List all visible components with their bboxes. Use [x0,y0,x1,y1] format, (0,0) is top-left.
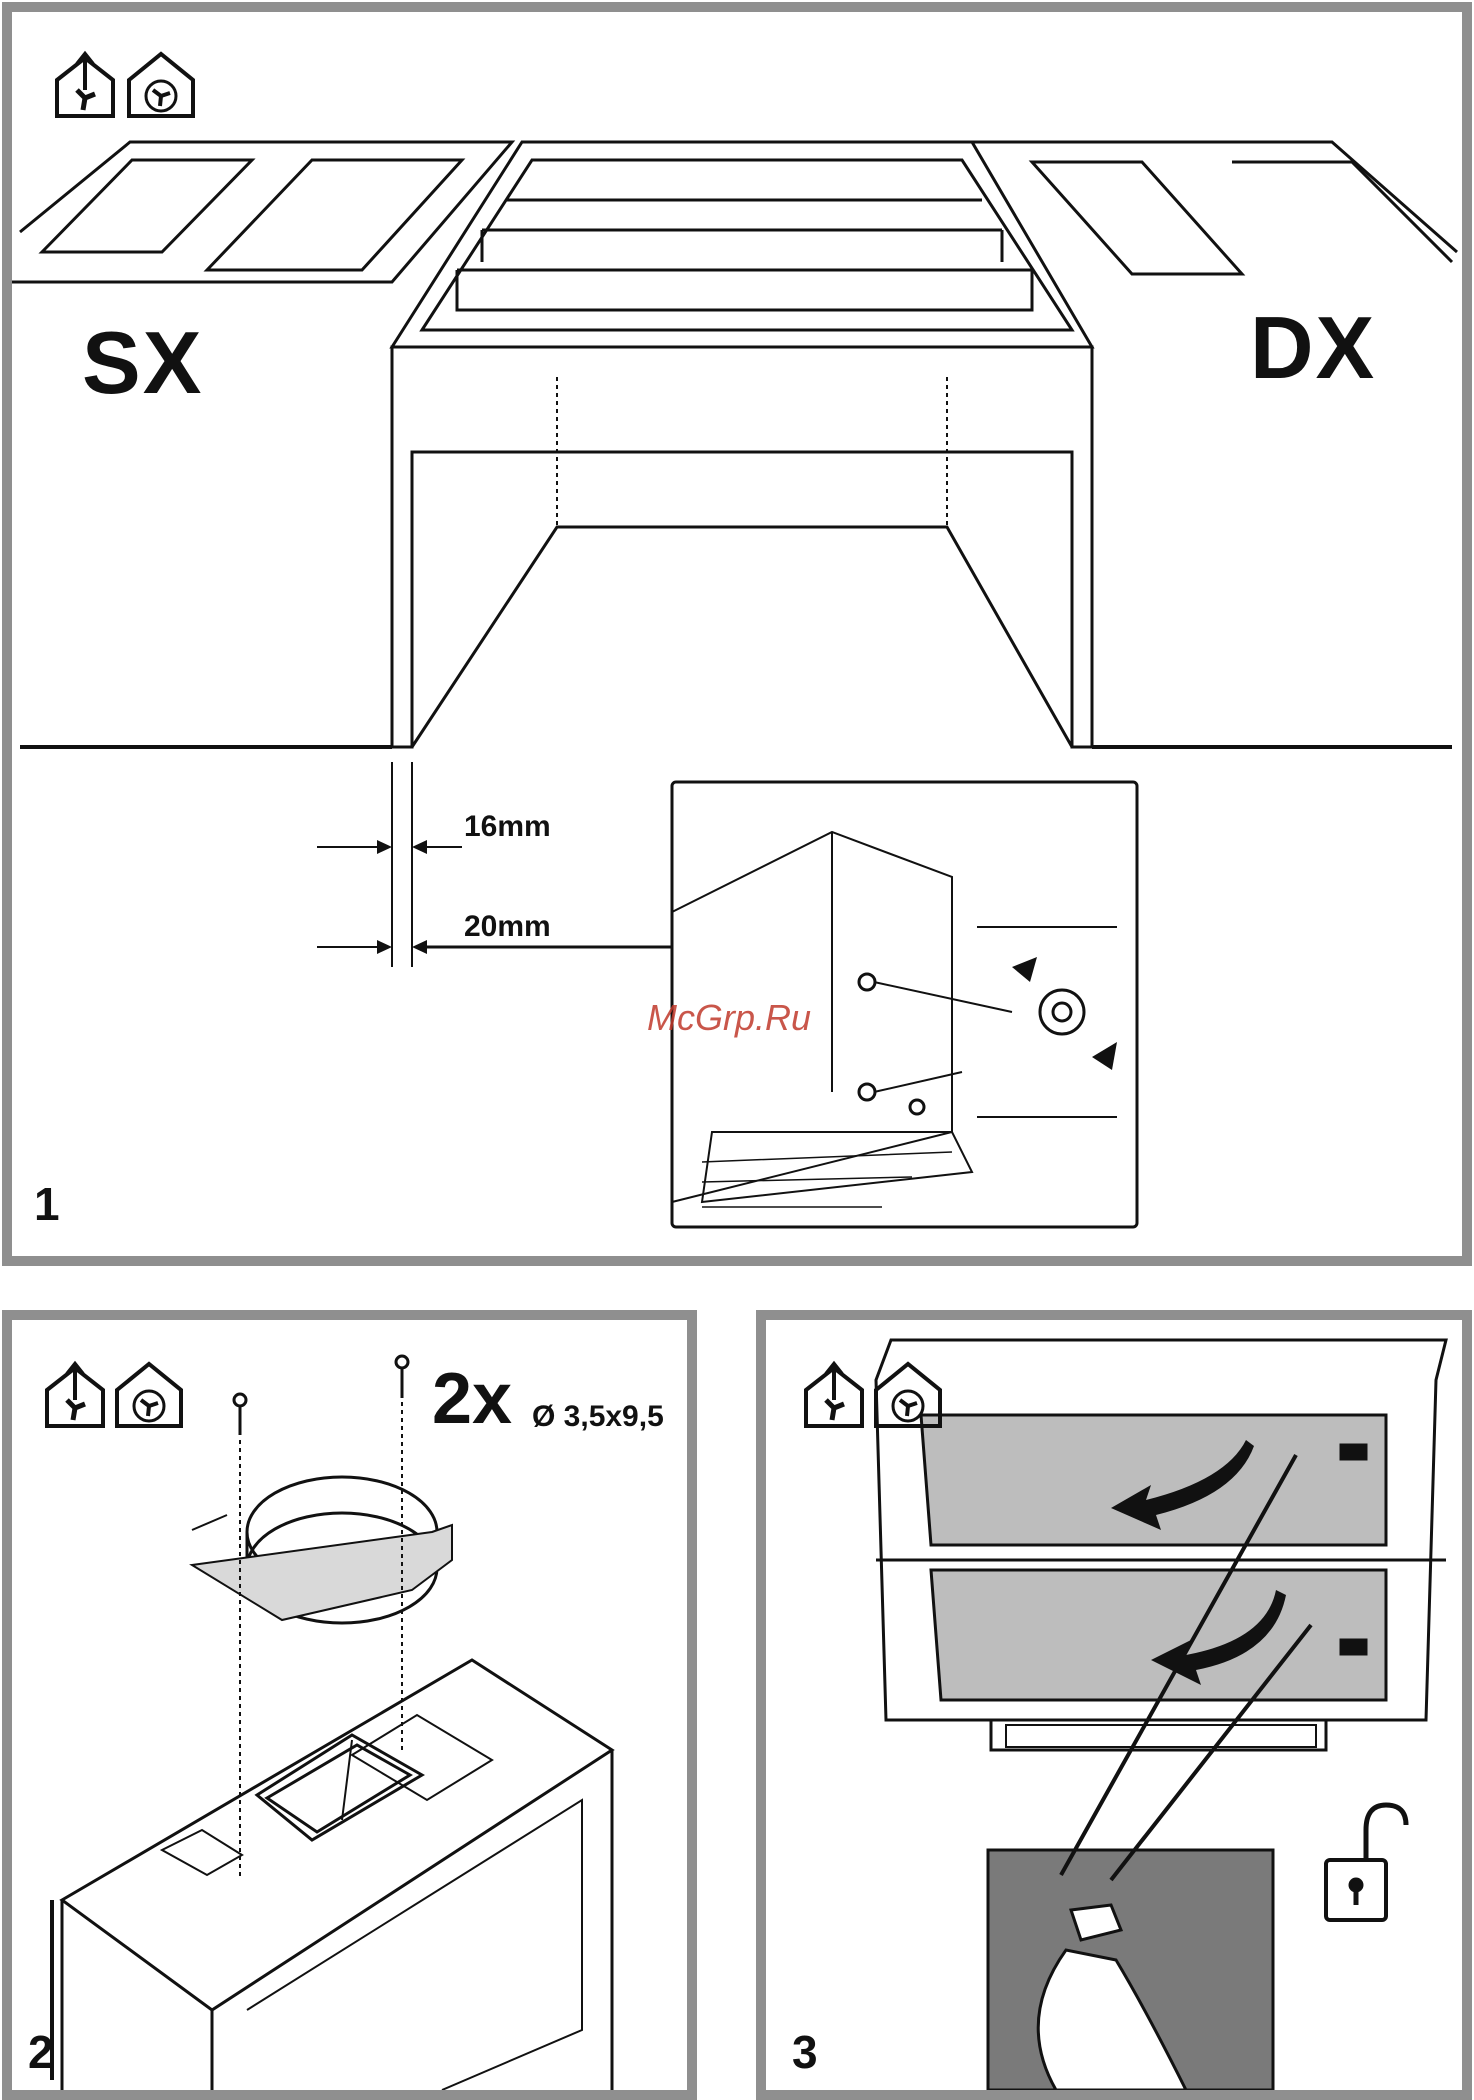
watermark: McGrp.Ru [647,997,811,1039]
right-side-label: DX [1250,297,1376,399]
step-number: 1 [34,1177,60,1231]
step-1-panel: SX DX 16mm 20mm McGrp.Ru 1 [2,2,1472,1266]
screw-quantity: 2x [432,1358,512,1440]
step-number: 2 [28,2025,54,2079]
dimension-20mm: 20mm [464,910,551,944]
step-3-panel: 3 [756,1310,1472,2100]
left-side-label: SX [82,312,203,414]
recirculation-icon [871,1360,951,1430]
step-number: 3 [792,2025,818,2079]
step-2-panel: 2x Ø 3,5x9,5 2 [2,1310,697,2100]
screw-spec: Ø 3,5x9,5 [532,1400,664,1434]
cabinet-hood-drawing [12,12,1462,1256]
filter-removal-drawing [766,1320,1462,2090]
recirculation-icon [112,1360,192,1430]
dimension-16mm: 16mm [464,810,551,844]
recirculation-icon [124,50,204,120]
flange-mounting-drawing [12,1320,687,2090]
